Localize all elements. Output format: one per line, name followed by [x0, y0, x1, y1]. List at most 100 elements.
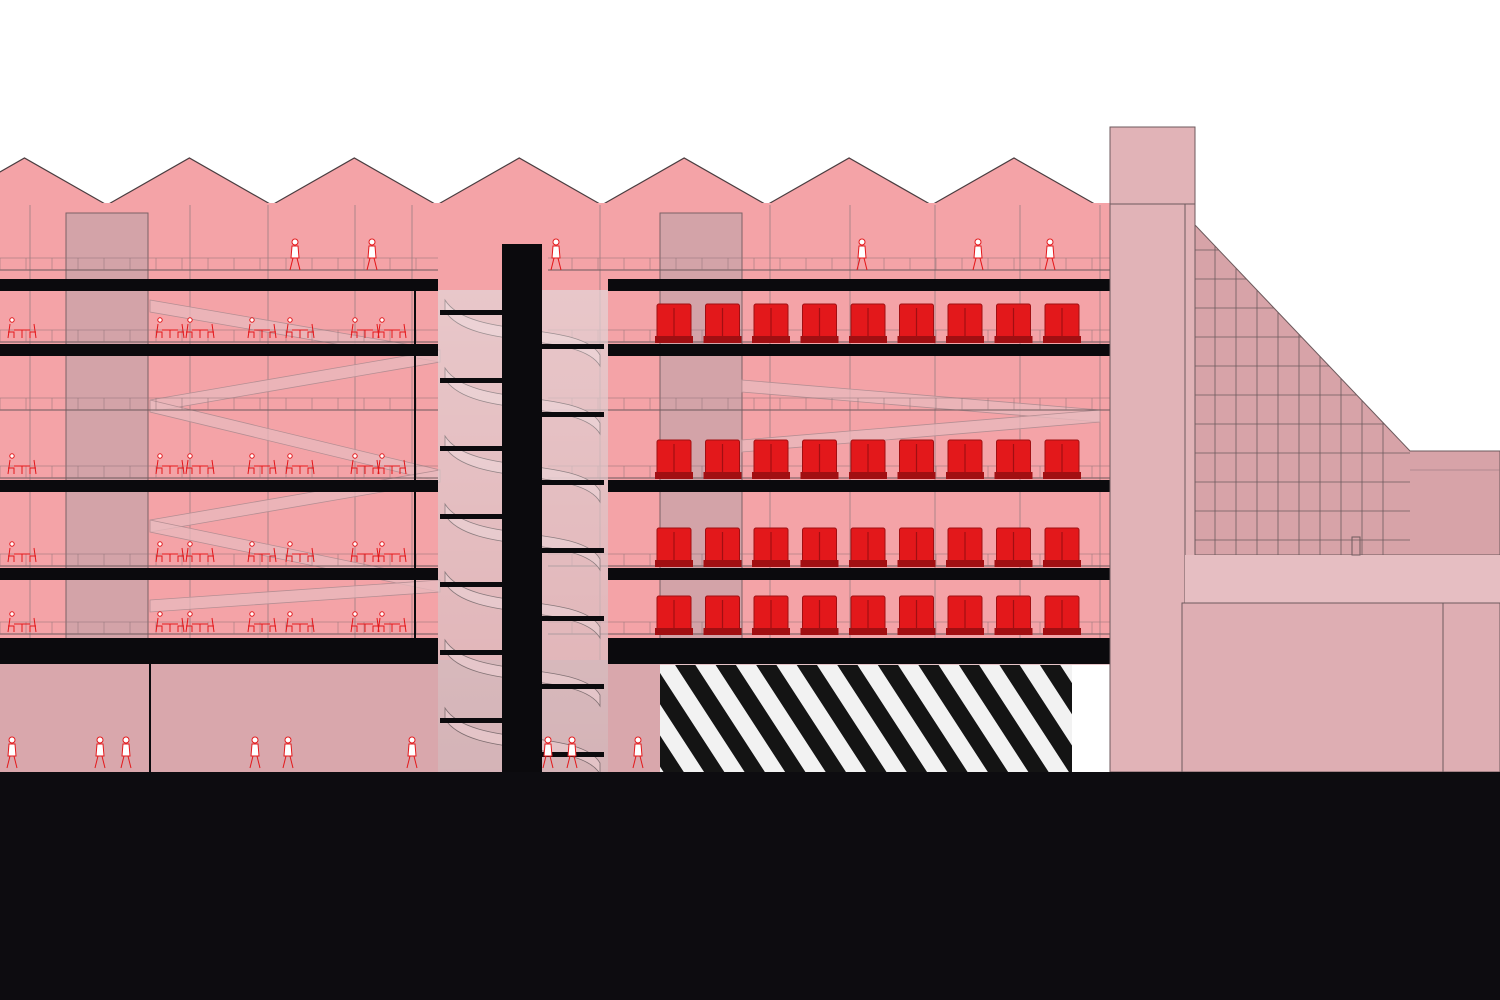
table-set-icon [350, 541, 380, 563]
seat-icon [849, 527, 887, 567]
person-head [858, 238, 866, 246]
table-set-icon [185, 317, 215, 339]
core-arm-right [542, 412, 604, 417]
white-gap [1072, 665, 1110, 772]
table-set-icon [185, 611, 215, 633]
person-leg [573, 755, 578, 769]
seat-icon [1043, 595, 1081, 635]
person-head [634, 736, 642, 744]
seat-base [946, 560, 984, 567]
chair [247, 617, 255, 633]
person-head [568, 736, 576, 744]
seated-person-head [352, 453, 358, 459]
person-leg [256, 755, 261, 769]
chair [307, 617, 315, 633]
chair [177, 547, 185, 563]
person-head [96, 736, 104, 744]
seat-icon [994, 303, 1033, 343]
seat-base [897, 472, 936, 479]
person-icon [366, 238, 378, 271]
seated-person-head [249, 453, 255, 459]
floor-slab [608, 638, 1110, 664]
seat-icon [849, 439, 887, 479]
floor-slab [608, 279, 1110, 291]
person-head [8, 736, 16, 744]
person-body [7, 743, 17, 757]
seated-person-head [287, 611, 293, 617]
person-icon [550, 238, 562, 271]
seated-person-head [352, 611, 358, 617]
seated-person-head [287, 317, 293, 323]
table-set-icon [285, 453, 315, 475]
seat-icon [1043, 439, 1081, 479]
chair [155, 323, 163, 339]
seated-person-head [157, 453, 163, 459]
auditorium-seats [655, 303, 1081, 635]
table-set-icon [155, 541, 185, 563]
chair [377, 459, 385, 475]
person-leg [127, 755, 132, 769]
table-set-icon [377, 453, 407, 475]
person-body [567, 743, 577, 757]
seat-icon [946, 595, 984, 635]
chair [247, 459, 255, 475]
person-leg [6, 755, 11, 769]
seated-person-head [9, 317, 15, 323]
chair [7, 323, 15, 339]
floor-slabs [0, 279, 1110, 772]
seated-person-head [379, 453, 385, 459]
seated-person-head [287, 453, 293, 459]
chair [185, 323, 193, 339]
annex-opening [1181, 602, 1500, 773]
seat-icon [946, 303, 984, 343]
floor-slab [0, 568, 438, 580]
seat-base [897, 560, 936, 567]
person-leg [972, 257, 977, 271]
seat-base [849, 628, 887, 635]
core-arm-right [542, 684, 604, 689]
table-set-icon [285, 611, 315, 633]
core-arm-left [440, 650, 502, 655]
ground-mass [0, 772, 1500, 1000]
person-leg [542, 755, 547, 769]
seat-base [849, 560, 887, 567]
seat-icon [897, 303, 936, 343]
seat-icon [703, 527, 742, 567]
seat-base [703, 336, 742, 343]
person-leg [413, 755, 418, 769]
table-set-icon [7, 611, 37, 633]
chair [269, 459, 277, 475]
seat-icon [655, 303, 693, 343]
floor-slab [608, 344, 1110, 356]
table-set-icon [7, 317, 37, 339]
person-leg [406, 755, 411, 769]
seat-icon [800, 439, 839, 479]
seat-base [655, 472, 693, 479]
person-leg [632, 755, 637, 769]
table-set-icon [7, 453, 37, 475]
seat-base [655, 560, 693, 567]
stair-tower [1109, 203, 1196, 773]
seated-person-head [379, 541, 385, 547]
seat-icon [800, 595, 839, 635]
core-arm-left [440, 310, 502, 315]
striped-wall [660, 665, 1072, 772]
core-arm-left [440, 378, 502, 383]
chair [185, 617, 193, 633]
seat-base [703, 560, 742, 567]
seated-person-head [352, 317, 358, 323]
seat-base [946, 628, 984, 635]
person-leg [549, 755, 554, 769]
person-head [122, 736, 130, 744]
chair [29, 547, 37, 563]
seated-person-head [379, 317, 385, 323]
table-set-icon [350, 453, 380, 475]
chair [185, 547, 193, 563]
seat-icon [703, 303, 742, 343]
person-icon [542, 736, 554, 769]
person-leg [296, 257, 301, 271]
seat-base [897, 628, 936, 635]
seat-icon [994, 595, 1033, 635]
seat-base [994, 472, 1033, 479]
